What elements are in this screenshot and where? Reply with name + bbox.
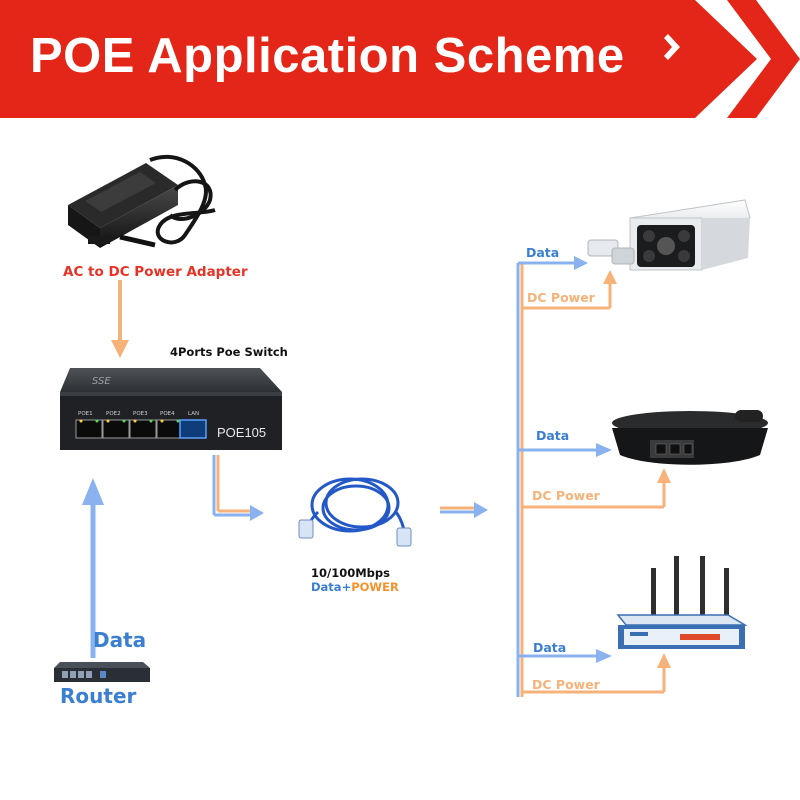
router-image: [54, 662, 150, 682]
cable-to-devices-arrow: [440, 502, 488, 518]
router-to-switch-arrow: [82, 478, 104, 658]
cable-speed-label: 10/100Mbps: [311, 566, 390, 580]
switch-to-cable-arrow: [212, 455, 264, 521]
poe-switch-image: SSE POE1 POE2 POE3 POE4 LAN: [60, 368, 282, 450]
ip-phone-image: [612, 410, 768, 465]
router-data-label: Data: [93, 628, 147, 652]
cable-power-text: POWER: [351, 580, 399, 594]
svg-text:POE2: POE2: [106, 411, 121, 417]
camera-data-arrow: [518, 256, 588, 270]
cable-data-power-label: Data+POWER: [311, 580, 399, 594]
ethernet-cable-image: [298, 477, 412, 547]
banner-shape: [0, 0, 800, 118]
distribution-trunk: [516, 263, 524, 697]
svg-text:POE1: POE1: [78, 411, 93, 417]
switch-model-label: POE105: [217, 425, 267, 440]
phone-data-label: Data: [536, 428, 570, 443]
wireless-router-data-label: Data: [533, 640, 567, 655]
camera-data-label: Data: [526, 245, 560, 260]
phone-power-arrow: [522, 468, 671, 509]
phone-data-arrow: [518, 443, 612, 457]
camera-power-arrow: [522, 270, 617, 310]
camera-power-label: DC Power: [527, 290, 595, 305]
cable-data-text: Data: [311, 580, 342, 594]
header-banner: POE Application Scheme: [0, 0, 800, 118]
wireless-router-data-arrow: [518, 649, 612, 663]
chevron-right-icon: [664, 34, 680, 60]
wireless-router-power-label: DC Power: [532, 677, 600, 692]
svg-text:SSE: SSE: [92, 376, 111, 387]
svg-text:LAN: LAN: [188, 411, 199, 417]
wireless-router-power-arrow: [522, 653, 671, 694]
router-label: Router: [60, 684, 137, 708]
page-title: POE Application Scheme: [30, 29, 625, 83]
ip-camera-image: [587, 199, 751, 271]
adapter-label: AC to DC Power Adapter: [63, 264, 248, 280]
svg-text:POE4: POE4: [160, 411, 175, 417]
power-adapter-image: [68, 154, 216, 248]
phone-power-label: DC Power: [532, 488, 600, 503]
banner-chevron: [727, 0, 800, 118]
banner-background: [0, 0, 757, 118]
switch-label: 4Ports Poe Switch: [170, 345, 288, 359]
cable-plus-text: +: [341, 580, 352, 594]
adapter-to-switch-arrow: [111, 280, 129, 358]
wireless-router-image: [616, 556, 748, 649]
svg-text:POE3: POE3: [133, 411, 148, 417]
